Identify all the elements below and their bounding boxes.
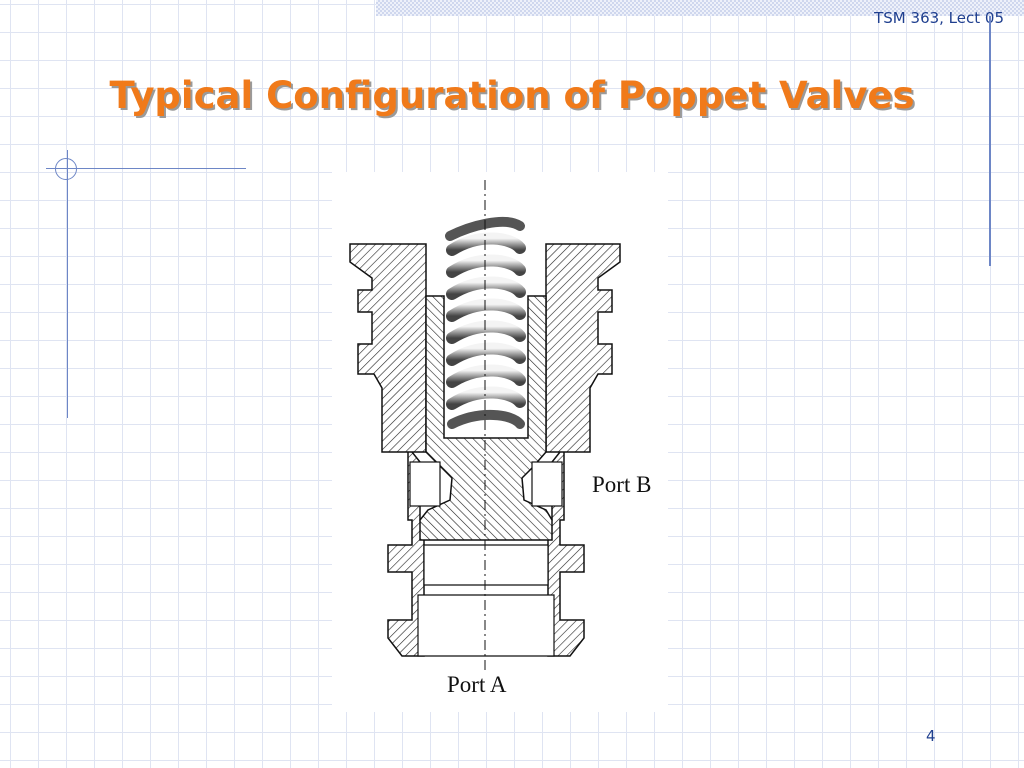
- header-band: [376, 0, 1024, 16]
- page-number: 4: [926, 727, 936, 745]
- poppet: [419, 295, 553, 541]
- inlet-bore-lower: [417, 594, 555, 657]
- port-a-label: Port A: [447, 672, 507, 697]
- port-b-opening-left: [409, 461, 441, 507]
- lecture-reference: TSM 363, Lect 05: [874, 9, 1004, 27]
- decorative-rule-horizontal: [46, 168, 246, 169]
- right-rule: [989, 16, 991, 266]
- valve-body-left: [349, 243, 427, 657]
- decorative-rule-vertical: [67, 150, 68, 418]
- inlet-bore: [423, 544, 549, 586]
- port-b-opening-right: [531, 461, 563, 507]
- spring: [445, 216, 526, 429]
- port-b-label: Port B: [592, 472, 652, 497]
- valve-body-right: [545, 243, 621, 657]
- decorative-circle: [55, 158, 77, 180]
- slide-title: Typical Configuration of Poppet Valves: [109, 74, 915, 117]
